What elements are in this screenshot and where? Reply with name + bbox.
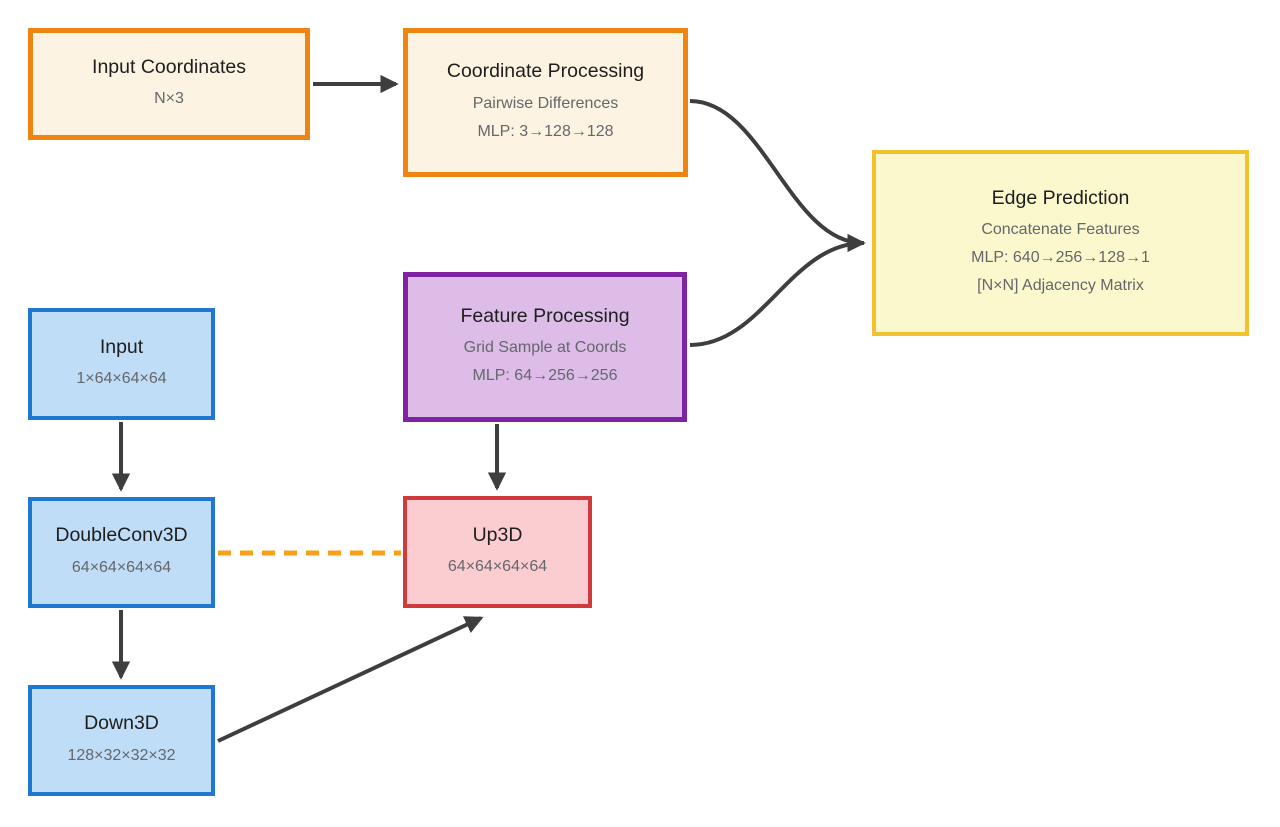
node-subtitle: MLP: 3→128→128	[477, 122, 614, 140]
node-doubleconv3d: DoubleConv3D 64×64×64×64	[28, 497, 215, 608]
node-subtitle: Pairwise Differences	[472, 94, 619, 112]
node-subtitle: 64×64×64×64	[71, 558, 172, 576]
node-title: Down3D	[84, 712, 159, 735]
node-edge-prediction: Edge Prediction Concatenate Features MLP…	[872, 150, 1249, 336]
edge-coordinate-processing-to-edge-prediction	[689, 99, 866, 253]
node-title: Input	[99, 335, 144, 358]
edge-feature-processing-to-edge-prediction	[689, 241, 865, 347]
node-feature-processing: Feature Processing Grid Sample at Coords…	[403, 272, 687, 422]
node-down3d: Down3D 128×32×32×32	[28, 685, 215, 796]
node-title: Up3D	[472, 523, 523, 546]
node-title: Feature Processing	[460, 304, 630, 327]
node-up3d: Up3D 64×64×64×64	[403, 496, 592, 608]
node-subtitle: 1×64×64×64	[76, 370, 167, 388]
node-subtitle: MLP: 64→256→256	[472, 367, 618, 385]
node-subtitle: 64×64×64×64	[447, 558, 548, 576]
node-input: Input 1×64×64×64	[28, 308, 215, 420]
node-title: DoubleConv3D	[55, 524, 188, 547]
node-subtitle: [N×N] Adjacency Matrix	[977, 277, 1144, 295]
node-subtitle: Grid Sample at Coords	[463, 339, 627, 357]
node-subtitle: N×3	[154, 90, 184, 108]
node-coordinate-processing: Coordinate Processing Pairwise Differenc…	[403, 28, 688, 177]
node-input-coordinates: Input Coordinates N×3	[28, 28, 310, 140]
node-subtitle: Concatenate Features	[981, 220, 1140, 238]
node-subtitle: 128×32×32×32	[67, 746, 176, 764]
node-title: Edge Prediction	[991, 186, 1130, 209]
node-subtitle: MLP: 640→256→128→1	[971, 249, 1150, 267]
node-title: Input Coordinates	[92, 55, 246, 78]
edge-down3d-to-up3d	[217, 616, 484, 743]
node-title: Coordinate Processing	[446, 60, 645, 83]
